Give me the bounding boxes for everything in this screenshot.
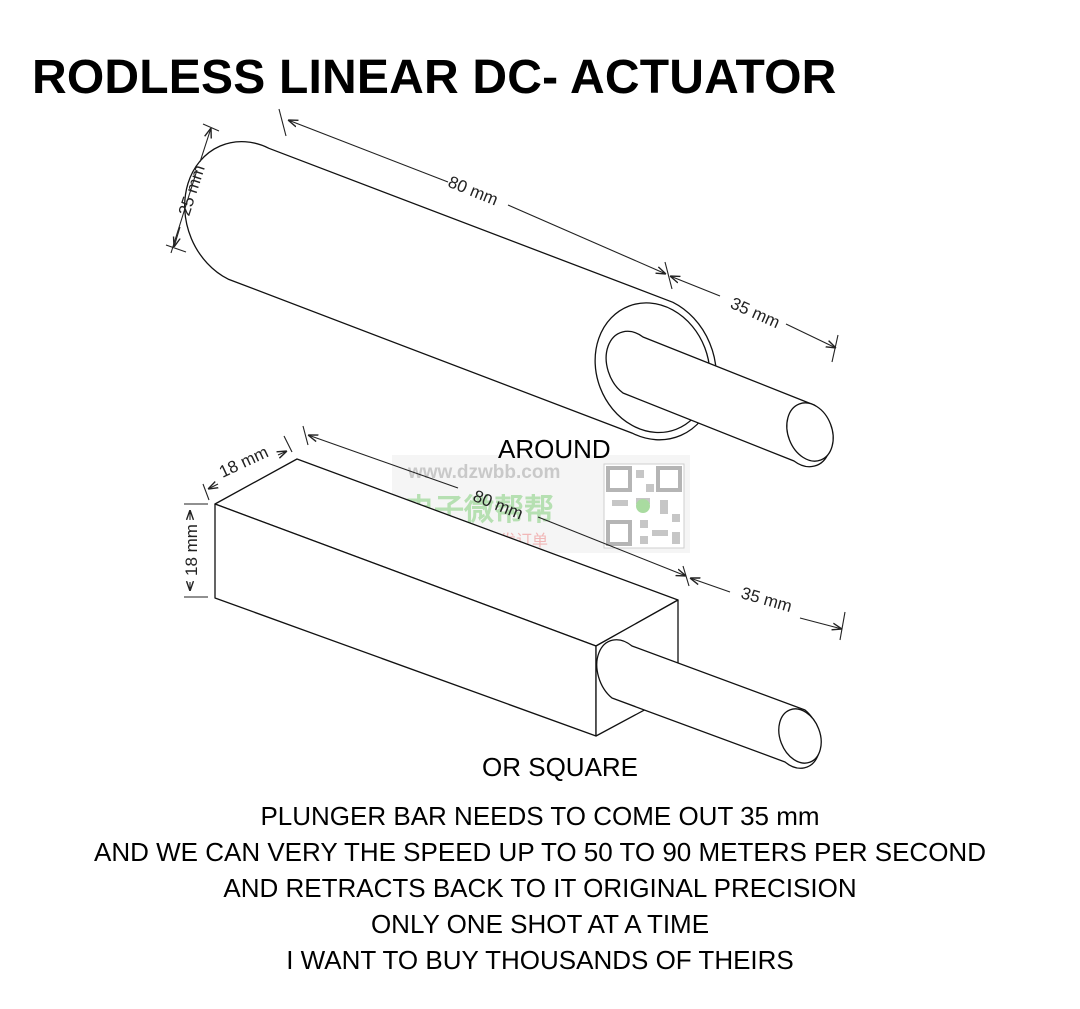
round-caption: AROUND [498,434,611,464]
requirements-notes: PLUNGER BAR NEEDS TO COME OUT 35 mm AND … [0,798,1080,978]
round-stroke-label: 35 mm [728,294,783,332]
round-body [183,140,718,441]
qr-code-icon [603,463,685,549]
square-dimensions [184,425,846,641]
round-length-label: 80 mm [445,172,500,209]
square-height-label: 18 mm [182,524,201,576]
note-line: ONLY ONE SHOT AT A TIME [370,909,710,939]
square-width-label: 18 mm [216,442,271,481]
note-line: AND RETRACTS BACK TO IT ORIGINAL PRECISI… [223,873,857,903]
note-line: AND WE CAN VERY THE SPEED UP TO 50 TO 90… [94,837,986,867]
square-stroke-label: 35 mm [739,583,794,616]
watermark-url: www.dzwbb.com [407,462,560,483]
square-actuator [214,458,822,769]
page-title: RODLESS LINEAR DC- ACTUATOR [32,51,837,104]
note-line: I WANT TO BUY THOUSANDS OF THEIRS [286,945,794,975]
square-caption: OR SQUARE [482,752,639,782]
round-plunger-tip [786,402,834,462]
note-line: PLUNGER BAR NEEDS TO COME OUT 35 mm [260,801,820,831]
round-actuator [183,140,834,468]
round-dimensions [165,108,839,363]
square-plunger-tip [778,708,822,764]
